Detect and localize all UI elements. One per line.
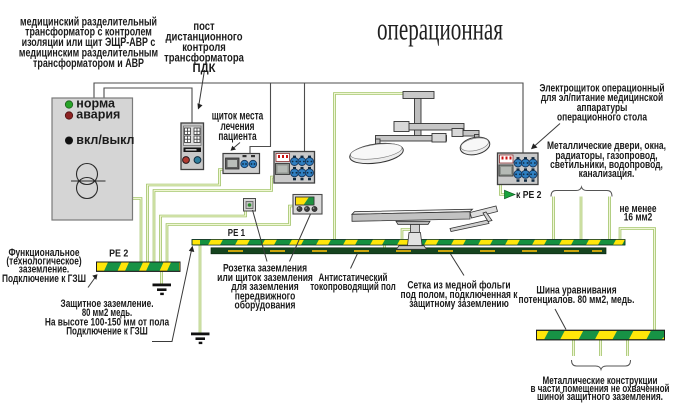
svg-text:заземление.: заземление.	[19, 264, 69, 276]
svg-text:шиной защитного заземления.: шиной защитного заземления.	[537, 391, 663, 403]
svg-text:медицинский разделительный: медицинский разделительный	[20, 14, 157, 28]
svg-text:Подключение к ГЗШ: Подключение к ГЗШ	[2, 273, 86, 285]
svg-text:канализация.: канализация.	[579, 168, 635, 180]
svg-text:трансформатора: трансформатора	[164, 50, 244, 64]
svg-text:лечения: лечения	[221, 119, 255, 133]
svg-text:дистанционного: дистанционного	[166, 30, 243, 44]
svg-text:не менее: не менее	[620, 203, 657, 215]
svg-text:для эл/питание медицинской: для эл/питание медицинской	[541, 92, 663, 104]
svg-text:передвижного: передвижного	[235, 290, 296, 302]
svg-text:Антистатический: Антистатический	[319, 272, 388, 284]
svg-text:Металлические конструкции: Металлические конструкции	[543, 375, 658, 387]
svg-text:(технологическое): (технологическое)	[6, 256, 82, 268]
svg-text:Шина уравнивания: Шина уравнивания	[536, 285, 616, 297]
svg-text:оборудования: оборудования	[235, 300, 296, 312]
svg-text:в части помещения не охваченно: в части помещения не охваченной	[531, 383, 670, 395]
svg-text:вкл/выкл: вкл/выкл	[76, 133, 134, 147]
svg-text:Сетка из медной фольги: Сетка из медной фольги	[407, 279, 510, 291]
svg-text:пациента: пациента	[218, 129, 256, 143]
svg-text:Функциональное: Функциональное	[8, 247, 79, 259]
svg-text:ПДК: ПДК	[193, 61, 217, 75]
svg-text:операционная: операционная	[377, 11, 503, 47]
svg-text:потенциалов. 80 мм2, медь.: потенциалов. 80 мм2, медь.	[519, 294, 635, 306]
svg-text:для заземления: для заземления	[231, 281, 298, 293]
svg-text:авария: авария	[76, 108, 120, 122]
svg-text:защитному заземлению: защитному заземлению	[409, 298, 509, 310]
svg-text:трансформатор с контролем: трансформатор с контролем	[25, 25, 152, 39]
svg-text:светильники, водопровод,: светильники, водопровод,	[550, 159, 663, 171]
svg-text:норма: норма	[76, 97, 116, 111]
svg-text:операционного стола: операционного стола	[557, 112, 648, 124]
svg-text:изоляции или щит ЭЩР-АВР с: изоляции или щит ЭЩР-АВР с	[22, 35, 156, 49]
svg-text:Металлические двери, окна,: Металлические двери, окна,	[547, 140, 666, 152]
svg-text:PE 2: PE 2	[109, 248, 128, 260]
svg-text:16 мм2: 16 мм2	[624, 212, 653, 224]
svg-text:80 мм2 медь.: 80 мм2 медь.	[82, 307, 132, 319]
svg-text:PE 1: PE 1	[228, 227, 245, 239]
svg-text:щиток места: щиток места	[212, 109, 264, 123]
svg-text:медицинским разделительным: медицинским разделительным	[19, 46, 158, 60]
svg-text:Подключение к ГЗШ: Подключение к ГЗШ	[66, 326, 148, 338]
svg-text:токопроводящий пол: токопроводящий пол	[310, 281, 396, 293]
svg-text:радиаторы, газопровод,: радиаторы, газопровод,	[555, 150, 657, 162]
svg-text:Розетка заземления: Розетка заземления	[223, 263, 307, 275]
svg-text:Защитное заземление.: Защитное заземление.	[61, 298, 154, 310]
svg-text:На высоте 100-150 мм от пола: На высоте 100-150 мм от пола	[45, 316, 170, 328]
svg-text:контроля: контроля	[182, 40, 226, 54]
svg-text:или щиток заземления: или щиток заземления	[217, 272, 313, 284]
svg-text:аппаратуры: аппаратуры	[577, 102, 628, 114]
svg-text:пост: пост	[193, 19, 214, 33]
svg-text:трансформатором и АВР: трансформатором и АВР	[33, 56, 144, 70]
svg-text:к PE 2: к PE 2	[516, 189, 542, 201]
svg-text:Электрощиток операционный: Электрощиток операционный	[540, 83, 665, 95]
svg-text:под полом, подключенная к: под полом, подключенная к	[401, 289, 518, 301]
